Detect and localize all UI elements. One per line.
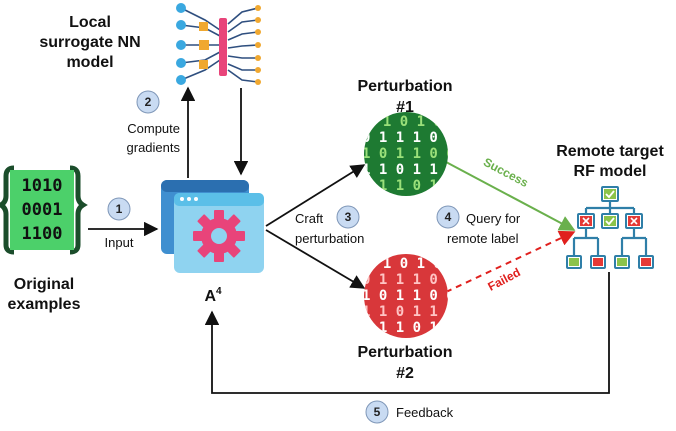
svg-text:1 0 1 1 0 0 1: 1 0 1 1 0 0 1 xyxy=(362,146,472,162)
step-4: 4 Query for remote label xyxy=(436,205,521,246)
svg-text:Craft: Craft xyxy=(295,211,324,226)
binary-line: 1100 xyxy=(22,224,63,244)
svg-text:model: model xyxy=(66,54,113,71)
svg-text:1 1 0 1 1 0 1: 1 1 0 1 1 0 1 xyxy=(362,162,472,178)
binary-line: 0001 xyxy=(22,200,63,220)
svg-text:perturbation: perturbation xyxy=(295,231,364,246)
decision-tree-icon xyxy=(566,186,654,269)
craft-arrow-p2 xyxy=(265,229,366,289)
svg-text:Perturbation: Perturbation xyxy=(357,344,452,361)
step-3: 3 Craft perturbation xyxy=(295,205,364,246)
step-1: 1 Input xyxy=(105,197,134,250)
success-arrow xyxy=(445,161,576,231)
svg-text:1 1 0 1 0 0: 1 1 0 1 0 0 xyxy=(366,114,459,130)
svg-text:#2: #2 xyxy=(396,365,414,382)
original-examples-label: Original xyxy=(14,276,74,293)
step-5: 5 Feedback xyxy=(365,400,454,424)
svg-text:gradients: gradients xyxy=(127,140,181,155)
svg-text:0 1 1 1 0 1 1: 0 1 1 1 0 1 1 xyxy=(362,130,472,146)
svg-text:1: 1 xyxy=(116,202,123,216)
craft-arrow-p1 xyxy=(265,164,366,227)
svg-text:Perturbation: Perturbation xyxy=(357,78,452,95)
surrogate-model-label: Local surrogate NN model xyxy=(39,14,140,71)
attack-tool-label: A4 xyxy=(204,286,222,305)
perturbation-1-sphere: 1 1 0 1 0 0 0 1 1 1 0 1 1 1 0 1 1 0 0 1 … xyxy=(362,112,472,196)
target-model-label: Remote target RF model xyxy=(556,143,664,180)
svg-text:4: 4 xyxy=(445,210,452,224)
binary-line: 1010 xyxy=(22,176,63,196)
svg-text:Feedback: Feedback xyxy=(396,405,454,420)
attack-tool-icon xyxy=(161,180,264,273)
svg-text:Remote target: Remote target xyxy=(556,143,664,160)
svg-text:3: 3 xyxy=(345,210,352,224)
svg-text:1 1 0 1 1 0 1: 1 1 0 1 1 0 1 xyxy=(362,304,472,320)
binary-document-icon: 1010 0001 1100 xyxy=(0,165,88,255)
svg-text:#1: #1 xyxy=(396,99,414,116)
perturbation-2-title: Perturbation #2 xyxy=(357,344,452,382)
svg-text:0 1 1 0 1 1 0: 0 1 1 0 1 1 0 xyxy=(362,320,472,336)
gear-icon xyxy=(193,210,245,262)
svg-text:surrogate NN: surrogate NN xyxy=(39,34,140,51)
original-examples-label: examples xyxy=(8,296,81,313)
feedback-arrow xyxy=(204,272,610,394)
svg-text:1 1 0 1 0 0: 1 1 0 1 0 0 xyxy=(366,256,459,272)
svg-text:1 0 1 1 0 0 1: 1 0 1 1 0 0 1 xyxy=(362,288,472,304)
svg-text:0 1 1 1 0 1 1: 0 1 1 1 0 1 1 xyxy=(362,272,472,288)
perturbation-2-sphere: 1 1 0 1 0 0 0 1 1 1 0 1 1 1 0 1 1 0 0 1 … xyxy=(362,254,472,338)
svg-text:0 1 1 0 1 1 0: 0 1 1 0 1 1 0 xyxy=(362,178,472,194)
svg-text:Input: Input xyxy=(105,235,134,250)
perturbation-1-title: Perturbation #1 xyxy=(357,78,452,116)
neural-network-icon xyxy=(176,3,261,85)
svg-text:Local: Local xyxy=(69,14,111,31)
svg-text:Compute: Compute xyxy=(127,121,180,136)
svg-text:RF model: RF model xyxy=(574,163,647,180)
failed-arrow xyxy=(445,230,576,293)
svg-text:2: 2 xyxy=(145,95,152,109)
svg-text:Query for: Query for xyxy=(466,211,521,226)
step-2: 2 Compute gradients xyxy=(127,90,181,155)
failed-label: Failed xyxy=(486,265,523,294)
svg-text:remote label: remote label xyxy=(447,231,519,246)
svg-text:5: 5 xyxy=(374,405,381,419)
